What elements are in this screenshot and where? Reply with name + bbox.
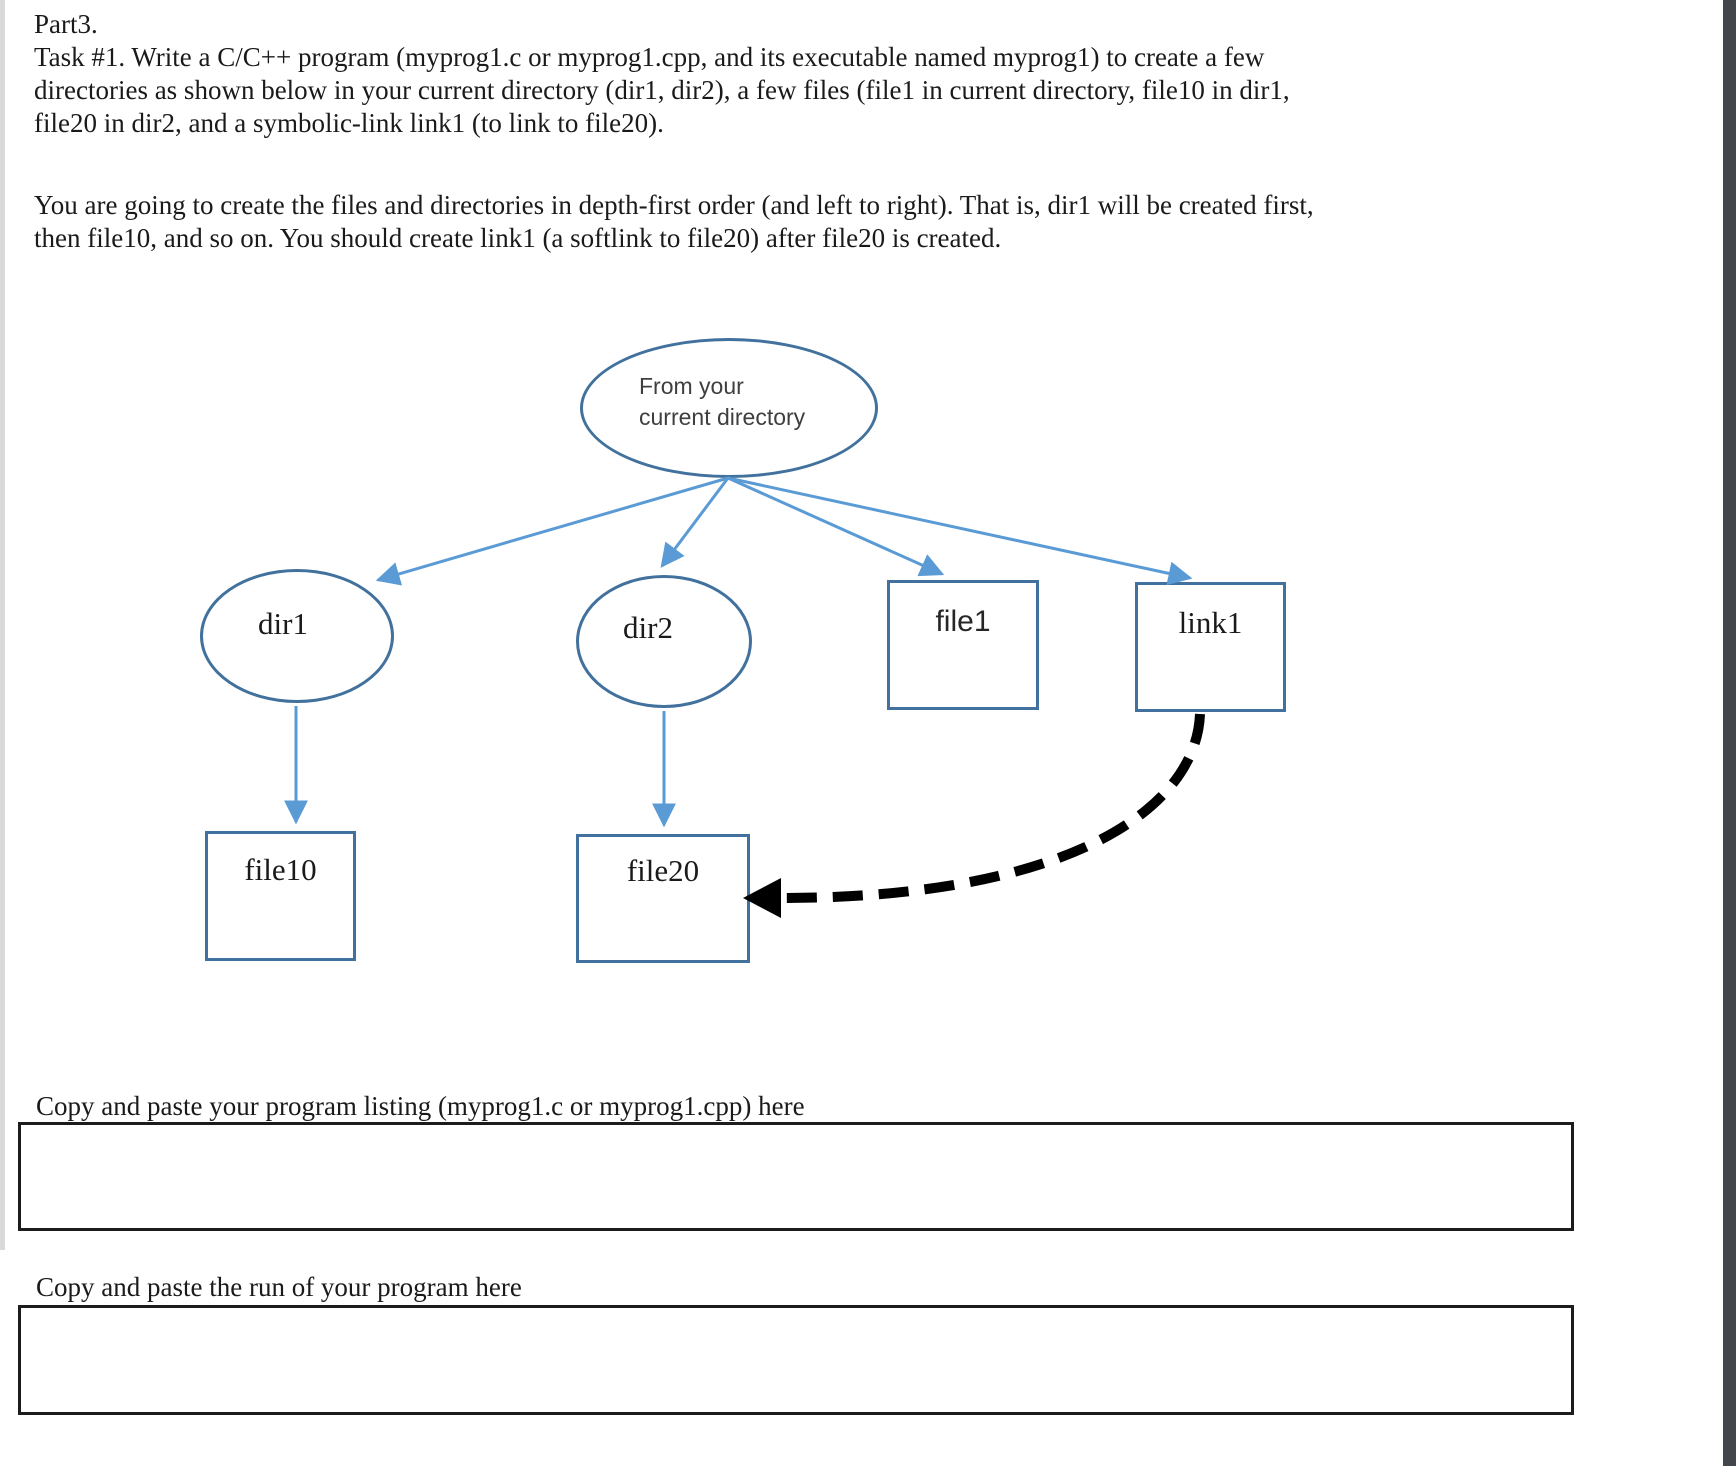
node-current-directory: From your current directory bbox=[580, 338, 878, 478]
task-line: Task #1. Write a C/C++ program (myprog1.… bbox=[34, 42, 1265, 72]
node-file10: file10 bbox=[205, 831, 356, 961]
edge-root-to-link1 bbox=[727, 476, 1193, 586]
program-listing-box[interactable] bbox=[18, 1122, 1574, 1231]
task-line: directories as shown below in your curre… bbox=[34, 75, 1290, 105]
page-right-edge-strip bbox=[1723, 0, 1736, 1466]
file20-label: file20 bbox=[626, 853, 700, 888]
node-file1: file1 bbox=[887, 580, 1039, 710]
file1-label: file1 bbox=[935, 605, 991, 638]
link1-label: link1 bbox=[1178, 605, 1243, 640]
task-line: file20 in dir2, and a symbolic-link link… bbox=[34, 108, 664, 138]
node-file20: file20 bbox=[576, 834, 750, 963]
page-left-edge bbox=[0, 0, 5, 1250]
order-paragraph: You are going to create the files and di… bbox=[34, 189, 1314, 255]
edge-root-to-file1 bbox=[727, 476, 945, 577]
node-dir2: dir2 bbox=[576, 575, 752, 708]
softlink-dashed-curve bbox=[781, 713, 1205, 903]
program-listing-caption: Copy and paste your program listing (myp… bbox=[36, 1091, 805, 1121]
order-line: You are going to create the files and di… bbox=[34, 190, 1314, 220]
program-run-caption: Copy and paste the run of your program h… bbox=[36, 1272, 522, 1302]
task-paragraph: Task #1. Write a C/C++ program (myprog1.… bbox=[34, 41, 1290, 140]
program-run-box[interactable] bbox=[18, 1305, 1574, 1415]
node-dir1: dir1 bbox=[200, 569, 394, 703]
edge-root-to-dir1 bbox=[375, 476, 729, 586]
dir2-label: dir2 bbox=[623, 609, 673, 645]
current-directory-label: From your current directory bbox=[639, 373, 806, 430]
node-link1: link1 bbox=[1135, 582, 1286, 712]
order-line: then file10, and so on. You should creat… bbox=[34, 223, 1002, 253]
file10-label: file10 bbox=[244, 852, 317, 887]
edge-root-to-dir2 bbox=[660, 477, 730, 568]
section-heading: Part3. bbox=[34, 9, 98, 39]
dir1-label: dir1 bbox=[258, 606, 308, 641]
